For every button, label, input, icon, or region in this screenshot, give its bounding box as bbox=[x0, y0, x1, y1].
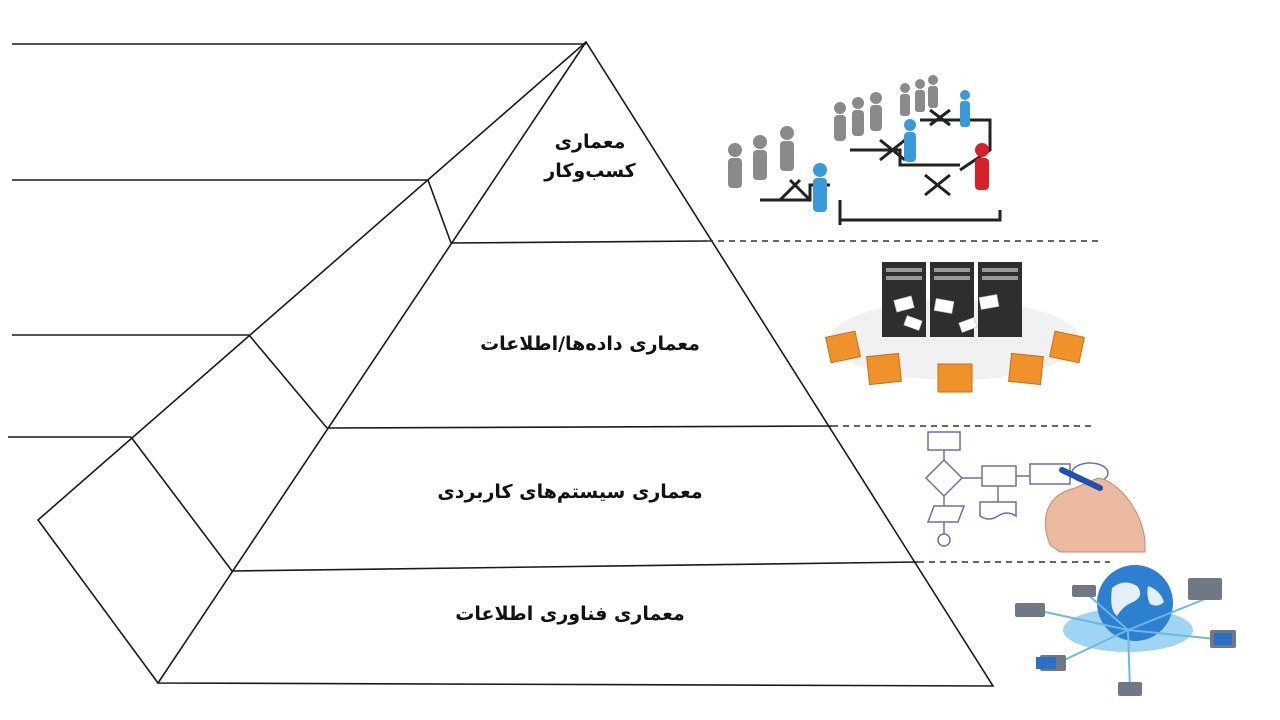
divider-application-technology bbox=[231, 561, 919, 572]
server-folders-icon bbox=[825, 262, 1085, 393]
layer-label-business-line-2: کسب‌وکار bbox=[544, 160, 636, 183]
layer-label-data: معماری داده‌ها/اطلاعات bbox=[480, 333, 700, 355]
divider-data-application bbox=[326, 425, 833, 429]
layer-label-business: معماری کسب‌وکار bbox=[520, 128, 660, 187]
divider-business-data bbox=[450, 240, 708, 244]
pyramid-side-face bbox=[36, 41, 587, 684]
flowchart-hand-icon bbox=[924, 431, 1146, 553]
side-divider-2 bbox=[248, 334, 328, 429]
layer-label-business-line-1: معماری bbox=[554, 131, 626, 153]
network-globe-icon bbox=[1015, 565, 1236, 696]
org-chart-people-icon bbox=[728, 75, 1002, 225]
side-divider-1 bbox=[427, 179, 452, 244]
pyramid-front-face bbox=[156, 40, 995, 687]
side-divider-3 bbox=[130, 436, 233, 572]
layer-label-application: معماری سیستم‌های کاربردی bbox=[437, 481, 703, 503]
layer-label-technology: معماری فناوری اطلاعات bbox=[455, 603, 685, 625]
